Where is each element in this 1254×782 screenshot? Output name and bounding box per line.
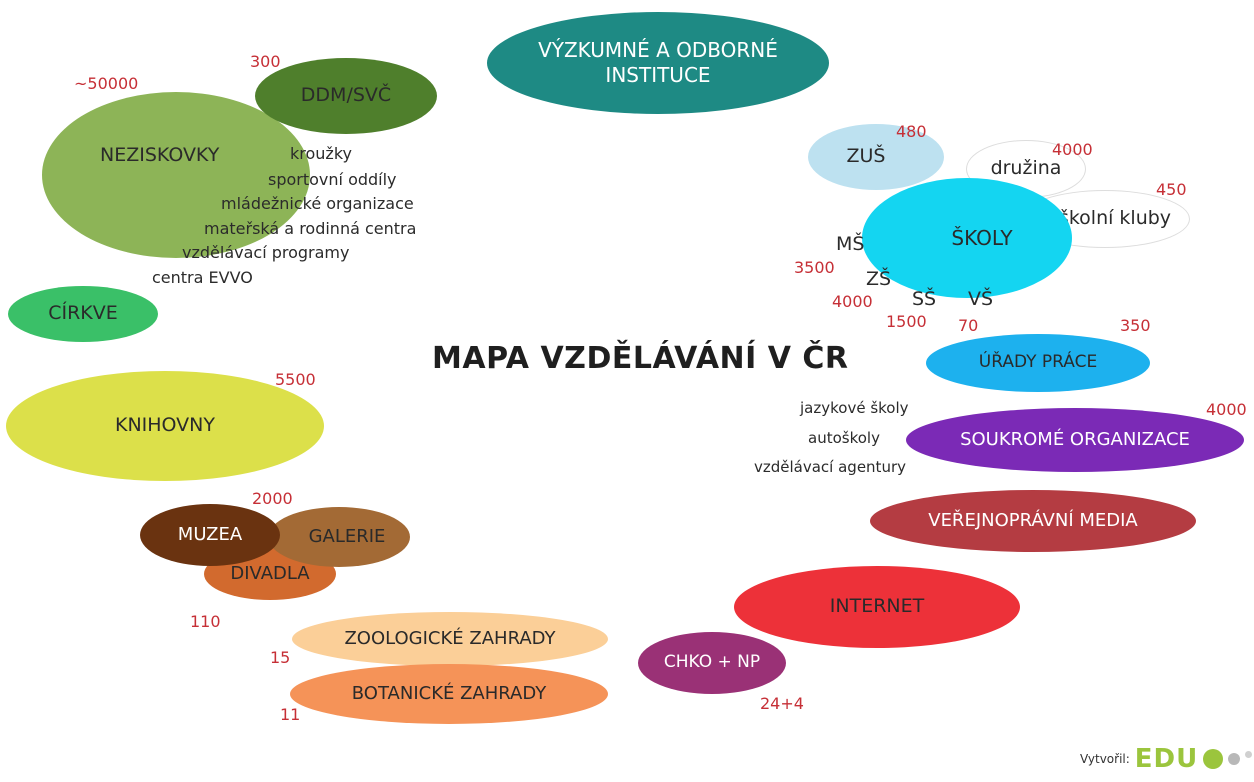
node-druzina-label: družina (990, 157, 1062, 180)
node-soukrome: SOUKROMÉ ORGANIZACE (906, 408, 1244, 472)
node-galerie-label: GALERIE (308, 525, 386, 547)
node-urady-label: ÚŘADY PRÁCE (978, 352, 1098, 373)
logo-word: EDU (1134, 744, 1199, 774)
count-kluby: 450 (1156, 180, 1187, 199)
soukrome-item-1: jazykové školy (800, 399, 909, 417)
soukrome-item-2: autoškoly (808, 429, 880, 447)
skoly-zs: ZŠ (866, 268, 892, 290)
neziskovky-item-6: centra EVVO (152, 268, 253, 287)
count-urady: 350 (1120, 316, 1151, 335)
map-title: MAPA VZDĚLÁVÁNÍ V ČR (432, 341, 849, 376)
count-soukrome: 4000 (1206, 400, 1247, 419)
node-muzea: MUZEA (140, 504, 280, 566)
logo-dot-icon (1203, 749, 1224, 769)
node-botanicke: BOTANICKÉ ZAHRADY (290, 664, 608, 724)
count-ms: 3500 (794, 258, 835, 277)
node-internet: INTERNET (734, 566, 1020, 648)
node-divadla: DIVADLA (204, 548, 336, 600)
count-ss: 1500 (886, 312, 927, 331)
neziskovky-item-5: vzdělávací programy (182, 243, 350, 262)
node-chko: CHKO + NP (638, 632, 786, 694)
node-cirkve: CÍRKVE (8, 286, 158, 342)
node-vyzkumne: VÝZKUMNÉ A ODBORNÉ INSTITUCE (487, 12, 829, 114)
node-zus: ZUŠ (808, 124, 944, 190)
count-zoo: 15 (270, 648, 291, 667)
neziskovky-item-1: kroužky (290, 144, 352, 163)
author-logo: Vytvořil: EDU (1080, 744, 1253, 774)
node-skoly: ŠKOLY (862, 178, 1072, 298)
node-media-label: VEŘEJNOPRÁVNÍ MEDIA (928, 509, 1138, 531)
node-neziskovky: NEZISKOVKY (42, 92, 310, 258)
logo-dot-small-icon (1228, 753, 1241, 765)
node-botanicke-label: BOTANICKÉ ZAHRADY (351, 682, 547, 704)
count-ddm: 300 (250, 52, 281, 71)
node-neziskovky-label: NEZISKOVKY (100, 144, 220, 166)
node-soukrome-label: SOUKROMÉ ORGANIZACE (960, 428, 1190, 450)
node-chko-label: CHKO + NP (663, 652, 761, 673)
logo-label: Vytvořil: (1080, 752, 1130, 766)
node-vyzkumne-label: VÝZKUMNÉ A ODBORNÉ INSTITUCE (538, 38, 778, 87)
node-cirkve-label: CÍRKVE (48, 302, 118, 325)
count-neziskovky: ~50000 (74, 74, 139, 93)
node-divadla-label: DIVADLA (230, 562, 310, 584)
node-ddm-label: DDM/SVČ (300, 84, 392, 107)
node-urady: ÚŘADY PRÁCE (926, 334, 1150, 392)
node-knihovny: KNIHOVNY (6, 371, 324, 481)
count-botanicke: 11 (280, 705, 301, 724)
count-chko: 24+4 (760, 694, 804, 713)
neziskovky-item-3: mládežnické organizace (221, 194, 414, 213)
node-skoly-label: ŠKOLY (951, 225, 1013, 250)
node-zoo-label: ZOOLOGICKÉ ZAHRADY (344, 627, 556, 649)
node-zoo: ZOOLOGICKÉ ZAHRADY (292, 612, 608, 666)
node-muzea-label: MUZEA (177, 523, 243, 545)
count-knihovny: 5500 (275, 370, 316, 389)
count-muzea-galerie: 2000 (252, 489, 293, 508)
soukrome-item-3: vzdělávací agentury (754, 458, 906, 476)
count-zus: 480 (896, 122, 927, 141)
neziskovky-item-2: sportovní oddíly (268, 170, 397, 189)
node-knihovny-label: KNIHOVNY (114, 414, 215, 437)
skoly-vs: VŠ (968, 288, 994, 310)
node-zus-label: ZUŠ (846, 145, 886, 168)
count-divadla: 110 (190, 612, 221, 631)
count-vs: 70 (958, 316, 979, 335)
logo-dot-tiny-icon (1245, 750, 1253, 758)
node-media: VEŘEJNOPRÁVNÍ MEDIA (870, 490, 1196, 552)
count-zs: 4000 (832, 292, 873, 311)
node-internet-label: INTERNET (829, 595, 925, 618)
count-druzina: 4000 (1052, 140, 1093, 159)
node-galerie: GALERIE (268, 507, 410, 567)
node-kluby-label: školní kluby (1058, 207, 1172, 230)
neziskovky-item-4: mateřská a rodinná centra (204, 219, 417, 238)
node-ddm: DDM/SVČ (255, 58, 437, 134)
skoly-ms: MŠ (836, 233, 865, 255)
skoly-ss: SŠ (912, 288, 937, 310)
